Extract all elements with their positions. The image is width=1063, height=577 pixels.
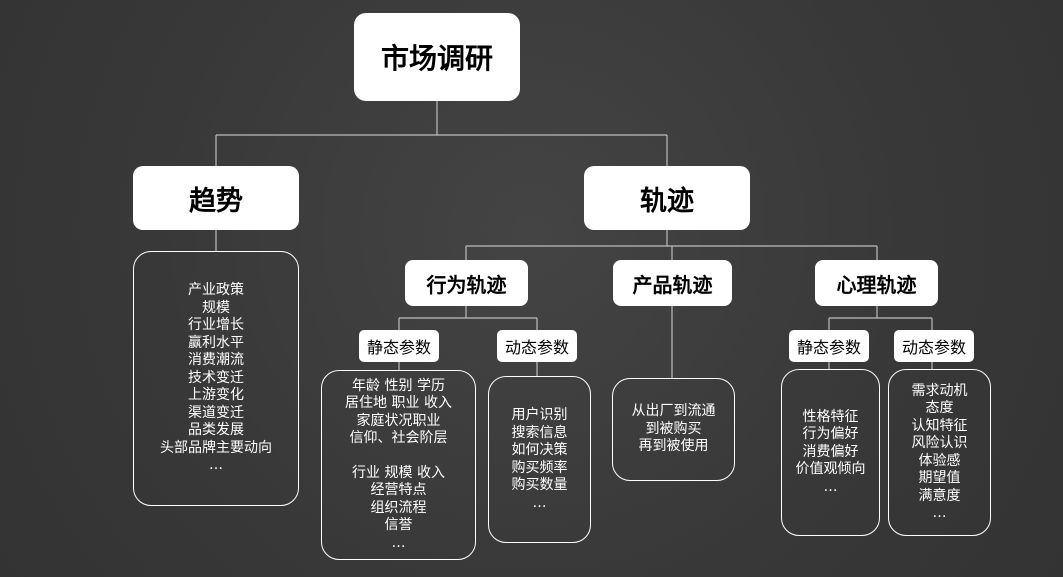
list-item: 风险认识 [911, 435, 968, 451]
list-item: 规模 [202, 299, 230, 316]
track-node: 轨迹 [584, 166, 750, 230]
root-node-market-research: 市场调研 [354, 13, 520, 101]
list-item: 需求动机 [911, 382, 968, 399]
psychology-track-node: 心理轨迹 [815, 260, 938, 306]
list-item: 搜索信息 [511, 424, 568, 441]
list-item: 家庭状况职业 [356, 412, 441, 429]
trend-node: 趋势 [133, 166, 299, 230]
behavior-static-params-label: 静态参数 [366, 338, 431, 357]
psychology-dynamic-params-label: 动态参数 [901, 338, 966, 357]
product-track-node: 产品轨迹 [613, 260, 732, 306]
list-item: 行为偏好 [802, 426, 859, 443]
psychology-static-items-box: 性格特征 行为偏好 消费偏好 价值观倾向 … [781, 369, 880, 536]
product-track-label: 产品轨迹 [632, 272, 713, 297]
root-label: 市场调研 [380, 42, 493, 75]
list-item: 年龄 性别 学历 [352, 377, 445, 394]
list-item: 再到被使用 [638, 438, 709, 455]
track-label: 轨迹 [640, 185, 694, 217]
list-item: 信誉 [384, 517, 413, 534]
behavior-static-items-box: 年龄 性别 学历 居住地 职业 收入 家庭状况职业 信仰、社会阶层 行业 规模 … [321, 370, 476, 560]
list-item: 体验感 [918, 452, 961, 469]
list-item: 居住地 职业 收入 [345, 395, 452, 412]
psychology-dynamic-items-box: 需求动机 态度 认知特征 风险认识 体验感 期望值 满意度 … [888, 369, 991, 536]
list-item: … [391, 534, 406, 551]
list-item: … [532, 494, 547, 511]
psychology-static-params-node: 静态参数 [789, 330, 869, 362]
list-item: … [823, 478, 838, 495]
list-item: 经营特点 [370, 482, 427, 499]
list-item: 组织流程 [370, 499, 427, 516]
list-item: 态度 [925, 400, 954, 416]
list-item: 赢利水平 [188, 334, 244, 351]
list-item: … [209, 457, 223, 474]
behavior-static-params-node: 静态参数 [359, 330, 439, 362]
list-item: 满意度 [918, 487, 961, 504]
behavior-track-label: 行为轨迹 [426, 272, 507, 297]
list-item: 期望值 [918, 470, 961, 486]
list-item: 产业政策 [188, 282, 244, 299]
list-item: 从出厂到流通 [631, 403, 716, 420]
list-item: 购买频率 [511, 459, 568, 476]
psychology-track-label: 心理轨迹 [836, 272, 917, 297]
behavior-dynamic-items-box: 用户识别 搜索信息 如何决策 购买频率 购买数量 … [488, 376, 591, 543]
list-item: 认知特征 [911, 417, 968, 434]
list-item: 信仰、社会阶层 [349, 430, 448, 447]
list-item: 行业增长 [188, 317, 244, 334]
list-item: 如何决策 [511, 442, 568, 458]
list-item: 购买数量 [511, 477, 568, 493]
list-item: 头部品牌主要动向 [160, 439, 272, 456]
list-item: … [932, 505, 947, 521]
trend-items-box: 产业政策 规模 行业增长 赢利水平 消费潮流 技术变迁 上游变化 渠道变迁 品类… [133, 251, 299, 506]
list-item: 到被购买 [645, 420, 702, 437]
behavior-dynamic-params-label: 动态参数 [504, 338, 569, 357]
psychology-static-params-label: 静态参数 [796, 338, 861, 357]
product-items-box: 从出厂到流通 到被购买 再到被使用 [612, 378, 735, 481]
list-item: 行业 规模 收入 [352, 464, 445, 481]
list-item: 品类发展 [188, 422, 244, 439]
list-item: 渠道变迁 [188, 404, 244, 421]
list-item: 上游变化 [188, 387, 244, 404]
behavior-track-node: 行为轨迹 [405, 260, 528, 306]
list-item: 用户识别 [511, 407, 568, 423]
list-item: 消费潮流 [188, 352, 244, 369]
trend-label: 趋势 [189, 185, 243, 217]
list-item: 技术变迁 [188, 369, 244, 386]
list-item: 价值观倾向 [795, 461, 866, 478]
list-item: 消费偏好 [802, 443, 859, 460]
list-item: 性格特征 [802, 408, 859, 425]
behavior-dynamic-params-node: 动态参数 [497, 330, 577, 362]
psychology-dynamic-params-node: 动态参数 [894, 330, 974, 362]
